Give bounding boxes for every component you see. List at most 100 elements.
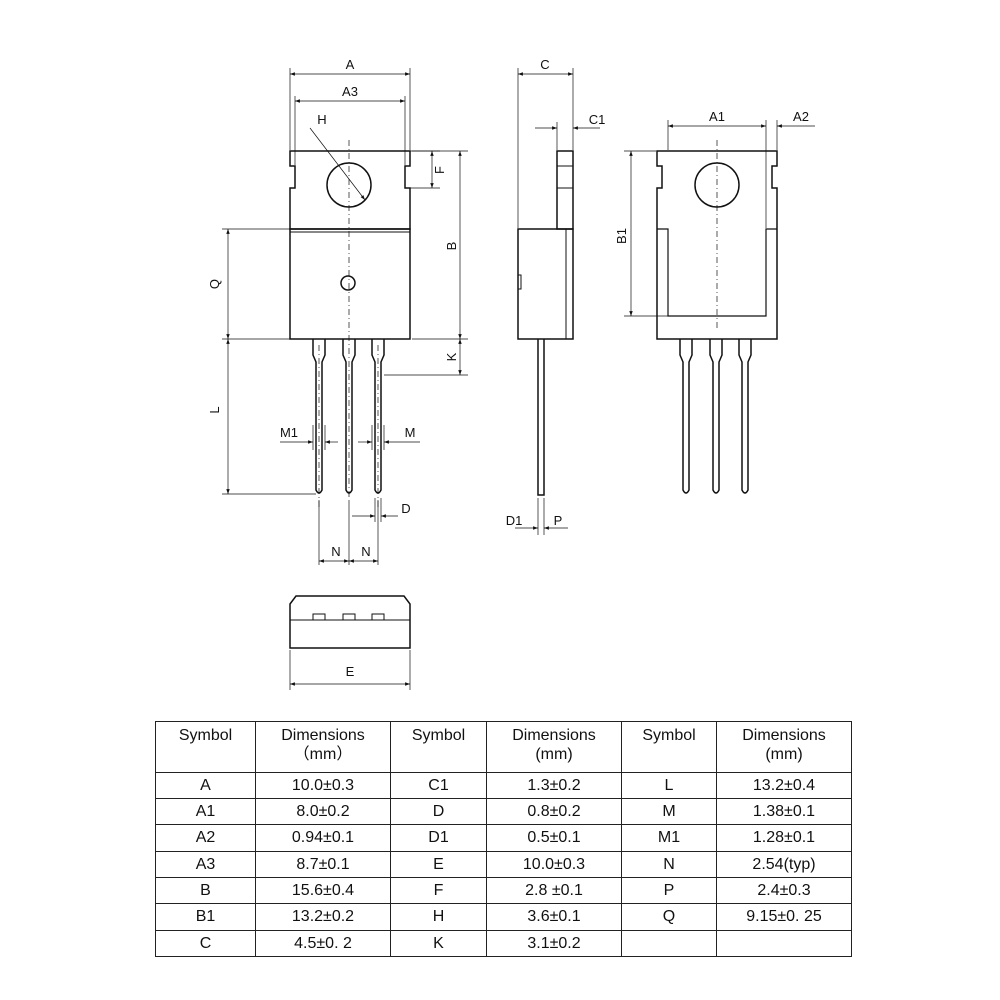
back-view <box>656 140 778 494</box>
label-M1: M1 <box>280 425 298 440</box>
back-dimensions <box>624 120 815 317</box>
value-cell: 2.54(typ) <box>716 850 852 878</box>
dimensions-table: Symbol Dimensions（mm） Symbol Dimensions(… <box>155 721 852 958</box>
value-cell: 8.0±0.2 <box>255 797 391 826</box>
symbol-cell: Q <box>621 903 717 931</box>
value-cell: 10.0±0.3 <box>255 771 391 799</box>
label-C: C <box>540 57 549 72</box>
header-dimensions: Dimensions（mm） <box>255 721 391 773</box>
value-cell: 0.8±0.2 <box>486 797 622 826</box>
label-A3: A3 <box>342 84 358 99</box>
back-outline <box>656 150 778 340</box>
back-dimension-labels: A1 A2 B1 <box>614 109 809 244</box>
side-view <box>517 150 574 496</box>
symbol-cell: A2 <box>155 824 256 852</box>
symbol-cell: C1 <box>390 771 487 799</box>
label-L: L <box>207 406 222 413</box>
label-N-right: N <box>361 544 370 559</box>
symbol-cell: B <box>155 876 256 905</box>
back-leads <box>679 339 752 494</box>
side-dimensions <box>515 68 600 535</box>
value-cell: 13.2±0.2 <box>255 903 391 931</box>
value-cell: 13.2±0.4 <box>716 771 852 799</box>
label-M: M <box>405 425 416 440</box>
value-cell: 15.6±0.4 <box>255 876 391 905</box>
symbol-cell: M <box>621 797 717 826</box>
bottom-view <box>289 595 411 649</box>
symbol-cell: F <box>390 876 487 905</box>
label-D1: D1 <box>506 513 523 528</box>
label-P: P <box>554 513 563 528</box>
table-header-row: Symbol Dimensions（mm） Symbol Dimensions(… <box>155 721 852 773</box>
label-K: K <box>444 352 459 361</box>
front-body <box>289 228 411 340</box>
symbol-cell: H <box>390 903 487 931</box>
label-N-left: N <box>331 544 340 559</box>
header-symbol: Symbol <box>390 721 487 773</box>
bottom-dimensions <box>289 650 411 690</box>
symbol-cell: E <box>390 850 487 878</box>
label-F: F <box>432 166 447 174</box>
value-cell: 1.28±0.1 <box>716 824 852 852</box>
label-A: A <box>346 57 355 72</box>
value-cell: 1.3±0.2 <box>486 771 622 799</box>
bottom-outline <box>289 595 411 649</box>
symbol-cell: M1 <box>621 824 717 852</box>
side-body <box>517 228 574 340</box>
value-cell: 0.5±0.1 <box>486 824 622 852</box>
value-cell: 10.0±0.3 <box>486 850 622 878</box>
symbol-cell: A1 <box>155 797 256 826</box>
header-dimensions: Dimensions(mm) <box>716 721 852 773</box>
symbol-cell: A3 <box>155 850 256 878</box>
symbol-cell: K <box>390 929 487 958</box>
front-dimension-labels: A A3 H F B K Q L M1 M D N N <box>207 57 459 559</box>
label-B1: B1 <box>614 228 629 244</box>
back-heatsink-recess <box>657 228 777 317</box>
symbol-cell: P <box>621 876 717 905</box>
symbol-cell: D1 <box>390 824 487 852</box>
value-cell: 9.15±0. 25 <box>716 903 852 931</box>
label-D: D <box>401 501 410 516</box>
front-leads <box>312 339 385 494</box>
label-Q: Q <box>207 279 222 289</box>
side-tab <box>556 150 574 230</box>
value-cell: 3.1±0.2 <box>486 929 622 958</box>
value-cell <box>716 929 852 958</box>
symbol-cell: N <box>621 850 717 878</box>
symbol-cell: A <box>155 771 256 799</box>
value-cell: 0.94±0.1 <box>255 824 391 852</box>
value-cell: 4.5±0. 2 <box>255 929 391 958</box>
header-symbol: Symbol <box>155 721 256 773</box>
label-E: E <box>346 664 355 679</box>
value-cell: 8.7±0.1 <box>255 850 391 878</box>
side-lead <box>537 339 545 496</box>
label-C1: C1 <box>589 112 606 127</box>
header-dimensions: Dimensions(mm) <box>486 721 622 773</box>
symbol-cell <box>621 929 717 958</box>
front-body-dimple <box>340 275 356 291</box>
label-H: H <box>317 112 326 127</box>
value-cell: 1.38±0.1 <box>716 797 852 826</box>
symbol-cell: C <box>155 929 256 958</box>
value-cell: 3.6±0.1 <box>486 903 622 931</box>
value-cell: 2.4±0.3 <box>716 876 852 905</box>
label-A2: A2 <box>793 109 809 124</box>
label-A1: A1 <box>709 109 725 124</box>
package-outline-drawing: A A3 H F B K Q L M1 M D N N C C1 <box>207 57 815 690</box>
side-dimension-labels: C C1 D1 P <box>506 57 606 528</box>
value-cell: 2.8 ±0.1 <box>486 876 622 905</box>
front-dimensions <box>222 68 468 565</box>
symbol-cell: D <box>390 797 487 826</box>
header-symbol: Symbol <box>621 721 717 773</box>
label-B: B <box>444 242 459 251</box>
symbol-cell: B1 <box>155 903 256 931</box>
front-view <box>289 140 411 510</box>
symbol-cell: L <box>621 771 717 799</box>
